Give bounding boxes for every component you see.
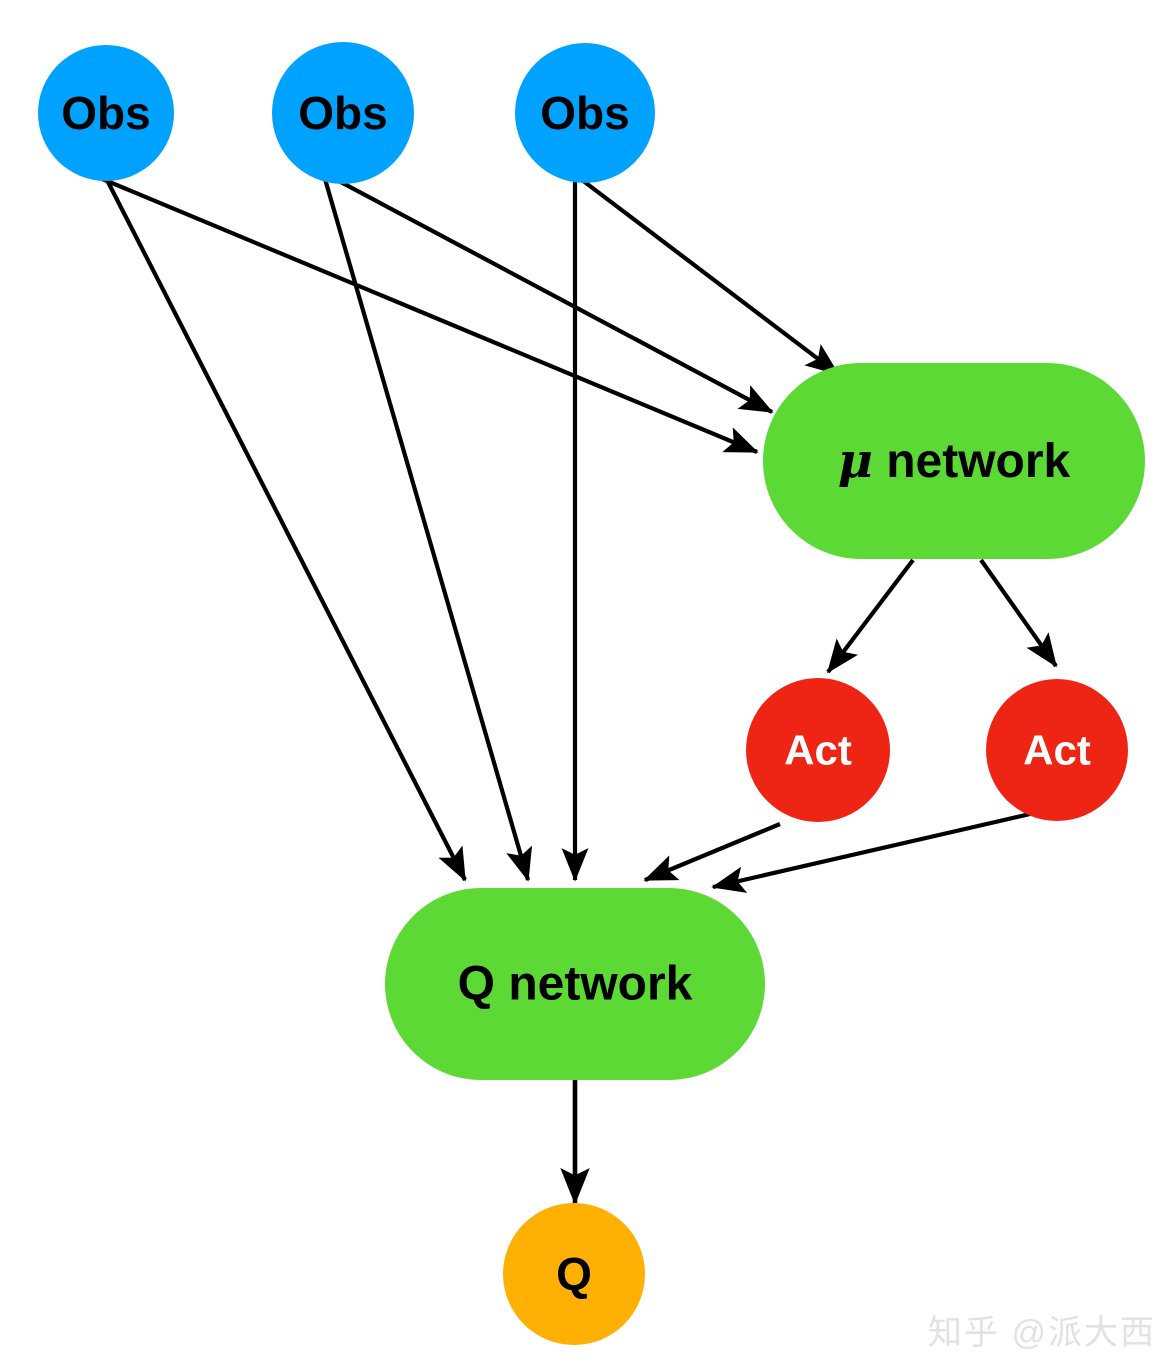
node-obs-2[interactable]: Obs: [272, 42, 414, 184]
obs-2-circle[interactable]: [272, 42, 414, 184]
obs-3-circle[interactable]: [515, 43, 655, 183]
edge-obs2-to-q-network: [322, 178, 533, 882]
obs-3-label: Obs: [540, 87, 629, 139]
node-q-value[interactable]: Q: [503, 1203, 645, 1345]
nodes-layer: Obs Obs Obs μ network Act: [38, 42, 1145, 1345]
edge-act2-to-q-network: [711, 811, 1031, 893]
edge-mu-network-to-act2: [979, 558, 1058, 668]
edge-act1-to-q-network: [643, 822, 781, 882]
mu-network-label-rest: network: [873, 435, 1071, 488]
node-act-1[interactable]: Act: [746, 678, 890, 822]
q-value-label: Q: [556, 1248, 592, 1300]
edge-obs1-to-q-network: [106, 181, 467, 882]
act-2-circle[interactable]: [986, 679, 1128, 821]
edge-obs3-to-mu-network: [580, 178, 840, 376]
q-value-circle[interactable]: [503, 1203, 645, 1345]
obs-1-label: Obs: [61, 87, 150, 139]
obs-1-circle[interactable]: [38, 45, 174, 181]
node-act-2[interactable]: Act: [986, 679, 1128, 821]
q-network-label: Q network: [458, 958, 693, 1011]
act-1-label: Act: [784, 727, 852, 774]
node-obs-1[interactable]: Obs: [38, 45, 174, 181]
node-q-network[interactable]: Q network: [385, 888, 765, 1080]
mu-symbol: μ: [838, 433, 873, 489]
mu-network-box[interactable]: [763, 363, 1145, 559]
edges-layer: [99, 176, 1058, 1205]
act-1-circle[interactable]: [746, 678, 890, 822]
edge-mu-network-to-act1: [826, 558, 915, 674]
obs-2-label: Obs: [298, 87, 387, 139]
edge-obs2-to-mu-network: [336, 178, 774, 414]
node-obs-3[interactable]: Obs: [515, 43, 655, 183]
mu-network-label: μ network: [838, 433, 1071, 489]
node-mu-network[interactable]: μ network: [763, 363, 1145, 559]
act-2-label: Act: [1023, 727, 1091, 774]
q-network-box[interactable]: [385, 888, 765, 1080]
edge-obs1-to-mu-network: [99, 176, 759, 454]
watermark: 知乎 @派大西: [928, 1314, 1156, 1352]
